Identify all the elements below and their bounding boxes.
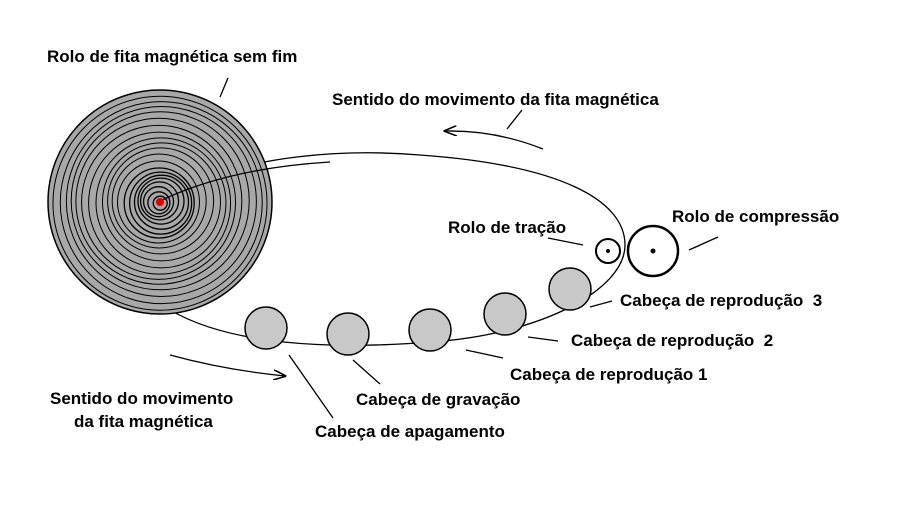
- reel-ring: [65, 106, 257, 298]
- reel-center-dot: [156, 198, 164, 206]
- leader-reel: [219, 77, 229, 98]
- playback3-label: Cabeça de reprodução 3: [620, 291, 822, 310]
- direction-top-label: Sentido do movimento da fita magnética: [332, 90, 659, 109]
- direction-arrow-top: [445, 131, 544, 150]
- reel-ring: [101, 142, 221, 262]
- reel-ring: [52, 95, 268, 311]
- leader-direction-top: [506, 109, 523, 130]
- tape-exit-line: [161, 161, 331, 201]
- reel-ring: [137, 177, 185, 225]
- reel-ring: [107, 147, 215, 255]
- direction-bottom-label-line2: da fita magnética: [74, 412, 213, 431]
- reel-ring: [123, 167, 195, 239]
- reel-ring: [88, 131, 232, 275]
- playback-head-2: [483, 292, 527, 336]
- playback-head-3: [548, 267, 592, 311]
- reel-ring: [147, 191, 171, 215]
- reel-label: Rolo de fita magnética sem fim: [47, 47, 297, 66]
- reel-ring: [59, 101, 263, 305]
- pinch-roller-label: Rolo de compressão: [672, 207, 839, 226]
- reel-ring: [139, 181, 180, 221]
- leader-erase: [288, 354, 334, 419]
- reel-ring: [133, 174, 190, 230]
- playback2-label: Cabeça de reprodução 2: [571, 331, 773, 350]
- playback1-label: Cabeça de reprodução 1: [510, 365, 707, 384]
- reel-ring: [128, 171, 193, 235]
- erase-head: [244, 306, 288, 350]
- reel-ring: [111, 153, 207, 249]
- direction-bottom-label-line1: Sentido do movimento: [50, 389, 233, 408]
- recording-head: [326, 312, 370, 356]
- reel-ring: [81, 124, 237, 280]
- reel-ring: [142, 186, 175, 218]
- erase-label: Cabeça de apagamento: [315, 422, 505, 441]
- reel-ring: [75, 117, 243, 285]
- capstan: [595, 238, 621, 264]
- leader-recording: [352, 359, 381, 385]
- playback-head-1: [408, 308, 452, 352]
- leader-playback2: [527, 336, 559, 342]
- leader-playback3: [589, 300, 613, 308]
- recording-label: Cabeça de gravação: [356, 390, 520, 409]
- direction-arrow-bottom: [169, 354, 285, 376]
- reel-ring: [70, 111, 250, 291]
- leader-pinch-roller: [688, 236, 719, 251]
- pinch-roller: [626, 224, 680, 278]
- reel-ring: [117, 160, 201, 244]
- reel-ring: [152, 195, 168, 211]
- capstan-label: Rolo de tração: [448, 218, 566, 237]
- leader-capstan: [547, 237, 584, 246]
- reel-ring: [95, 137, 227, 269]
- leader-playback1: [465, 349, 504, 359]
